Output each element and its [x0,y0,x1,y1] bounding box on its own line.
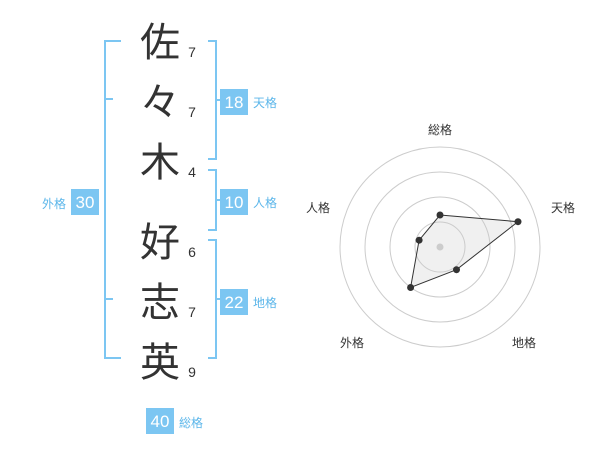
radar-rings [339,146,541,348]
stroke-count-4: 6 [188,244,196,260]
radar-ring-3 [364,171,516,323]
radar-polygon [409,214,520,289]
tenkaku-value: 18 [225,93,244,112]
soukaku-badge: 40 総格 [146,408,203,434]
radar-point-3 [407,284,415,291]
gaikaku-label: 外格 [42,196,66,211]
name-char-2: 々 [140,80,180,126]
radar-axis-label-tenkaku: 天格 [551,200,575,215]
tenkaku-label: 天格 [253,95,277,110]
stroke-count-1: 7 [188,44,196,60]
radar-point-4 [415,236,423,244]
radar-center-dot [436,243,444,251]
radar-axis-label-jinkaku: 人格 [306,200,330,215]
soukaku-label: 総格 [179,415,203,430]
name-char-5: 志 [140,280,180,326]
gaikaku-value: 30 [76,193,95,212]
chikaku-badge: 22 地格 [220,289,277,315]
name-char-3: 木 [140,140,180,186]
radar-ring-1 [414,221,466,273]
stroke-count-3: 4 [188,164,196,180]
radar-axis-label-soukaku: 総格 [428,122,452,137]
stroke-count-5: 7 [188,304,196,320]
radar-point-0 [436,211,444,219]
gaikaku-badge: 外格 30 [42,189,99,215]
jinkaku-value: 10 [225,193,244,212]
chikaku-value: 22 [225,293,244,312]
soukaku-value: 40 [151,412,170,431]
radar-axis-label-chikaku: 地格 [512,335,536,350]
stroke-count-6: 9 [188,364,196,380]
jinkaku-badge: 10 人格 [220,189,277,215]
tenkaku-badge: 18 天格 [220,89,277,115]
radar-chart: 総格 天格 地格 外格 人格 [306,122,575,350]
gaikaku-bracket [104,40,121,359]
radar-point-1 [514,218,522,226]
radar-ring-2 [389,196,491,298]
chikaku-label: 地格 [253,295,277,310]
name-char-6: 英 [140,340,180,386]
jinkaku-label: 人格 [253,195,277,210]
name-char-4: 好 [140,220,180,266]
radar-ring-4 [339,146,541,348]
name-char-1: 佐 [140,20,180,66]
radar-point-2 [453,266,460,274]
stroke-count-2: 7 [188,104,196,120]
radar-points [407,211,522,291]
radar-axis-label-gaikaku: 外格 [340,335,364,350]
